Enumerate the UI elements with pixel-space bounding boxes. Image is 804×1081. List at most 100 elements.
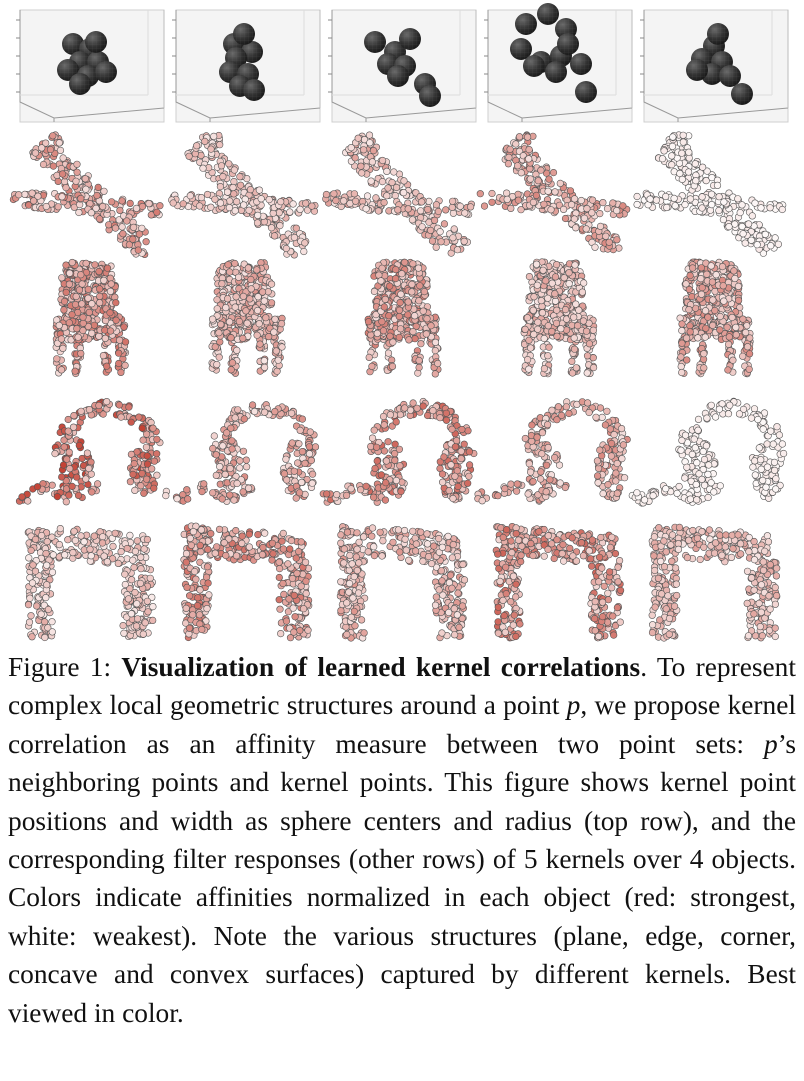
point bbox=[540, 200, 548, 208]
airplane-1 bbox=[9, 131, 164, 258]
point bbox=[530, 330, 538, 339]
point bbox=[64, 427, 72, 435]
point bbox=[246, 295, 254, 303]
point bbox=[216, 141, 224, 149]
point bbox=[418, 223, 426, 231]
point bbox=[408, 216, 417, 224]
point bbox=[713, 181, 722, 189]
point bbox=[710, 488, 718, 496]
point bbox=[296, 426, 304, 435]
point bbox=[138, 202, 147, 211]
point bbox=[494, 492, 502, 500]
point bbox=[734, 296, 743, 305]
point bbox=[688, 450, 696, 459]
point bbox=[707, 190, 716, 198]
point bbox=[420, 288, 429, 296]
point bbox=[193, 142, 201, 150]
point bbox=[424, 411, 432, 420]
point bbox=[267, 224, 276, 232]
point bbox=[368, 362, 376, 371]
point bbox=[49, 132, 57, 140]
point bbox=[236, 457, 244, 465]
point bbox=[542, 461, 551, 469]
point bbox=[703, 270, 711, 278]
kernel-box-3 bbox=[328, 9, 477, 123]
point bbox=[678, 149, 686, 157]
point bbox=[607, 452, 616, 460]
point bbox=[46, 146, 55, 154]
point bbox=[78, 280, 86, 288]
point bbox=[701, 333, 709, 341]
point bbox=[570, 345, 579, 353]
point bbox=[675, 482, 683, 491]
point bbox=[66, 465, 74, 473]
point bbox=[725, 333, 733, 341]
point bbox=[730, 267, 738, 275]
point bbox=[691, 444, 699, 452]
point bbox=[747, 236, 755, 244]
point bbox=[106, 327, 115, 335]
point bbox=[379, 327, 388, 335]
point bbox=[506, 145, 514, 153]
point bbox=[82, 475, 90, 483]
point bbox=[68, 258, 76, 267]
point bbox=[213, 305, 221, 313]
point bbox=[286, 208, 294, 216]
point bbox=[95, 267, 103, 276]
point bbox=[688, 264, 697, 272]
point bbox=[557, 325, 565, 333]
point bbox=[261, 408, 269, 416]
point bbox=[231, 414, 239, 422]
point bbox=[380, 303, 388, 311]
point bbox=[149, 424, 157, 432]
point bbox=[381, 496, 390, 504]
point bbox=[575, 306, 583, 314]
point bbox=[449, 209, 458, 217]
point bbox=[538, 429, 547, 437]
point bbox=[333, 491, 341, 499]
point bbox=[88, 329, 96, 337]
point bbox=[652, 196, 661, 204]
point bbox=[226, 197, 234, 205]
point bbox=[698, 204, 706, 212]
point bbox=[207, 203, 215, 211]
headphones-5 bbox=[628, 397, 788, 507]
kernel-sphere-mesh bbox=[69, 73, 91, 95]
point bbox=[135, 413, 143, 421]
point bbox=[442, 409, 451, 417]
point bbox=[115, 336, 124, 344]
point bbox=[385, 207, 393, 215]
point bbox=[106, 287, 115, 296]
point bbox=[245, 484, 253, 492]
point bbox=[384, 438, 392, 446]
point bbox=[604, 481, 612, 489]
point bbox=[548, 406, 556, 414]
point bbox=[686, 322, 694, 330]
point bbox=[697, 275, 705, 283]
point bbox=[73, 168, 81, 176]
point bbox=[62, 184, 70, 192]
point bbox=[408, 288, 416, 296]
point bbox=[88, 488, 96, 496]
point bbox=[58, 170, 67, 178]
point bbox=[533, 281, 541, 289]
point bbox=[271, 408, 279, 416]
point bbox=[551, 290, 559, 298]
point bbox=[599, 490, 607, 498]
point bbox=[451, 472, 459, 480]
point bbox=[31, 149, 40, 157]
point bbox=[132, 204, 141, 212]
point bbox=[79, 313, 87, 321]
point bbox=[550, 454, 559, 462]
point bbox=[223, 429, 231, 437]
point bbox=[75, 441, 83, 450]
point bbox=[613, 489, 621, 498]
point bbox=[771, 234, 779, 242]
headphones-4 bbox=[474, 398, 631, 505]
point bbox=[683, 356, 691, 364]
point bbox=[218, 495, 226, 503]
point bbox=[391, 456, 399, 465]
point bbox=[409, 260, 417, 268]
point bbox=[411, 312, 419, 320]
point bbox=[731, 274, 739, 283]
